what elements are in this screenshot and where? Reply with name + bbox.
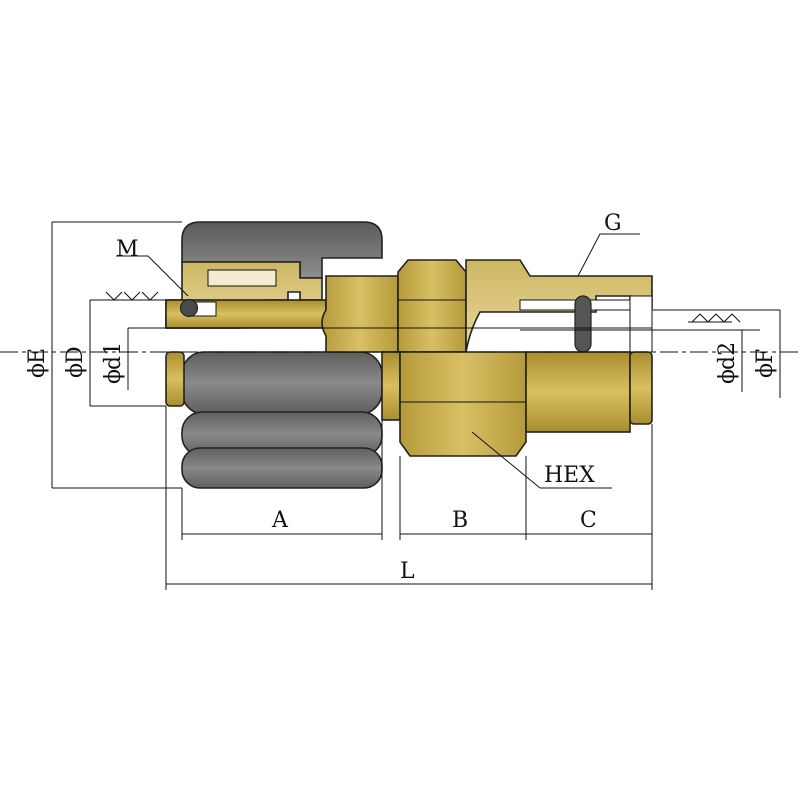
o-ring-g <box>574 295 592 353</box>
dimension-lines <box>51 221 781 590</box>
o-ring-g-slot <box>629 295 653 353</box>
o-ring-m <box>179 298 199 318</box>
label-m: M <box>116 237 139 262</box>
label-hex: HEX <box>544 463 595 488</box>
label-phi-e-symbol: ϕ <box>25 363 50 378</box>
label-phi-f: F <box>753 349 778 364</box>
label-phi-d-symbol: ϕ <box>63 363 88 378</box>
cap-nut-rib-1 <box>181 351 383 415</box>
label-c: C <box>580 508 597 533</box>
label-phi-d1-symbol: ϕ <box>101 369 126 384</box>
left-sleeve-inner <box>207 269 277 287</box>
label-phi-d1-group: ϕ d1 <box>101 342 126 384</box>
label-phi-d-group: ϕ D <box>63 346 88 378</box>
right-thread-end <box>525 351 631 433</box>
body-neck-lower <box>381 351 401 421</box>
hex-body-upper <box>397 259 467 353</box>
left-tube-end <box>165 351 185 407</box>
label-phi-d2-group: ϕ d2 <box>715 342 740 384</box>
body-neck-upper <box>321 275 399 353</box>
label-phi-e: E <box>25 348 50 364</box>
label-phi-d1: d1 <box>101 342 126 370</box>
label-a: A <box>271 508 289 533</box>
label-phi-f-symbol: ϕ <box>753 363 778 378</box>
label-phi-f-group: ϕ F <box>753 349 778 378</box>
surface-finish-symbol-right <box>688 313 741 323</box>
label-phi-d2-symbol: ϕ <box>715 369 740 384</box>
cap-nut <box>181 221 383 489</box>
hex-body-lower <box>399 351 527 457</box>
left-sleeve-section <box>165 261 327 329</box>
label-l: L <box>400 559 415 584</box>
surface-finish-symbol-left <box>102 291 160 301</box>
cap-nut-top-section <box>181 221 383 279</box>
right-thread-tip <box>629 351 653 425</box>
label-g: G <box>604 211 622 236</box>
label-phi-d2: d2 <box>715 342 740 370</box>
label-phi-d: D <box>63 346 88 364</box>
label-phi-e-group: ϕ E <box>25 348 50 378</box>
label-b: B <box>452 508 468 533</box>
body-center <box>321 259 653 353</box>
cap-nut-rib-3 <box>181 447 383 489</box>
